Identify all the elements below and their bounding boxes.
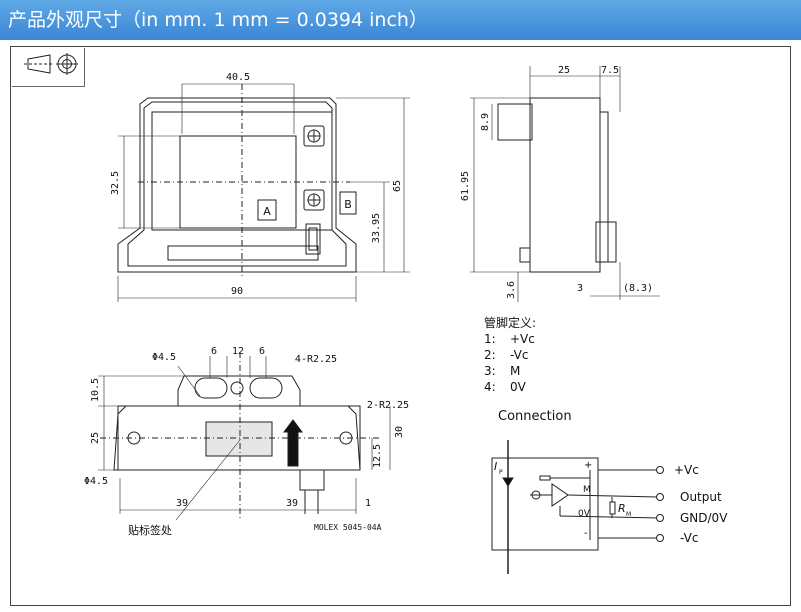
minus-label: - [584, 528, 588, 539]
dim-height-3: 30 [394, 426, 405, 438]
dim-radius-side: 2-R2.25 [367, 400, 409, 411]
pin-definition: 管脚定义: 1: +Vc 2: -Vc 3: M 4: 0V [484, 315, 536, 394]
pin-definition-title: 管脚定义: [484, 315, 536, 330]
dim-conn-depth: (8.3) [623, 283, 653, 294]
dim-height-2: 25 [90, 432, 101, 444]
dim-bottom-offset: 3.6 [506, 281, 517, 299]
connector-model: MOLEX 5045-04A [314, 523, 382, 532]
pin-2-name: -Vc [510, 348, 528, 362]
dim-slot-w2: 6 [259, 346, 265, 357]
dim-height-1: 10.5 [90, 378, 101, 402]
dim-overall-width: 90 [231, 286, 243, 297]
page-header: 产品外观尺寸（in mm. 1 mm = 0.0394 inch） [0, 0, 801, 40]
pin-4-name: 0V [510, 380, 527, 394]
dim-slot-gap: 12 [232, 346, 244, 357]
pin-1-name: +Vc [510, 332, 535, 346]
dim-side-height: 61.95 [460, 171, 471, 201]
side-view-labels: 25 7.5 8.9 61.95 3.6 3 (8.3) [460, 65, 653, 299]
connection-title: Connection [498, 409, 572, 424]
dim-right-height-inner: 33.95 [371, 213, 382, 243]
dim-conn-offset: 3 [577, 283, 583, 294]
output-minus-vc: -Vc [680, 531, 698, 545]
label-a: A [263, 205, 271, 218]
side-view [470, 66, 660, 302]
zero-v-label: 0V [578, 509, 591, 519]
plus-label: + [584, 460, 592, 471]
pin-3-number: 3: [484, 364, 496, 378]
connection-diagram: Connection I P + M 0V [491, 409, 728, 574]
dim-half-left: 39 [176, 498, 188, 509]
pin-4-number: 4: [484, 380, 496, 394]
dim-radius-top: 4-R2.25 [295, 354, 337, 365]
ip-subscript: P [499, 469, 503, 476]
dim-half-right: 39 [286, 498, 298, 509]
page-title: 产品外观尺寸（in mm. 1 mm = 0.0394 inch） [8, 9, 428, 31]
dim-top-offset: 8.9 [480, 113, 491, 131]
dim-edge: 1 [365, 498, 371, 509]
front-view-labels: 40.5 90 32.5 65 33.95 A B [110, 72, 403, 297]
label-b: B [344, 198, 352, 211]
dim-left-height: 32.5 [110, 171, 121, 195]
projection-symbol-box [12, 48, 85, 87]
output-gnd: GND/0V [680, 511, 728, 525]
pin-1-number: 1: [484, 332, 496, 346]
ip-label: I [494, 460, 497, 473]
pin-2-number: 2: [484, 348, 496, 362]
label-area-note: 贴标签处 [128, 523, 172, 537]
dim-hole-dia-2: Φ4.5 [84, 476, 108, 487]
rm-subscript: M [626, 511, 631, 518]
output-plus-vc: +Vc [674, 463, 699, 477]
rm-label: R [618, 502, 626, 515]
projection-icon [24, 53, 78, 75]
dim-hole-dia: Φ4.5 [152, 352, 176, 363]
bottom-view [98, 352, 391, 521]
dim-depth: 25 [558, 65, 570, 76]
m-label: M [583, 485, 591, 495]
dim-right-height-outer: 65 [392, 180, 403, 192]
sensor-box [491, 457, 599, 551]
dim-width-top: 40.5 [226, 72, 250, 83]
bottom-view-labels: Φ4.5 6 12 6 4-R2.25 2-R2.25 10.5 25 30 1… [84, 346, 409, 537]
output-signal: Output [680, 490, 722, 504]
dim-height-4: 12.5 [372, 444, 383, 468]
front-view [117, 83, 410, 302]
dim-tab: 7.5 [601, 65, 619, 76]
pin-3-name: M [510, 364, 520, 378]
dim-slot-w1: 6 [211, 346, 217, 357]
